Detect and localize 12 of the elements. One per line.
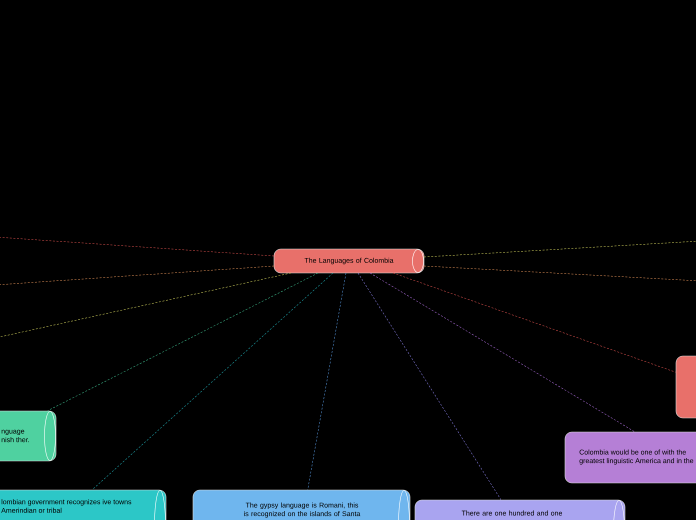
connector-line <box>47 272 318 411</box>
connector-line <box>307 272 346 490</box>
connector-line <box>358 272 502 500</box>
connector-line <box>0 272 292 338</box>
connector-line <box>0 266 274 286</box>
connector-line <box>424 266 696 282</box>
connector-line <box>392 272 676 372</box>
connector-line <box>0 236 274 256</box>
connector-line <box>370 272 635 432</box>
connector-line <box>424 240 696 258</box>
cylinder-box <box>676 356 696 418</box>
connector-line <box>92 272 334 490</box>
